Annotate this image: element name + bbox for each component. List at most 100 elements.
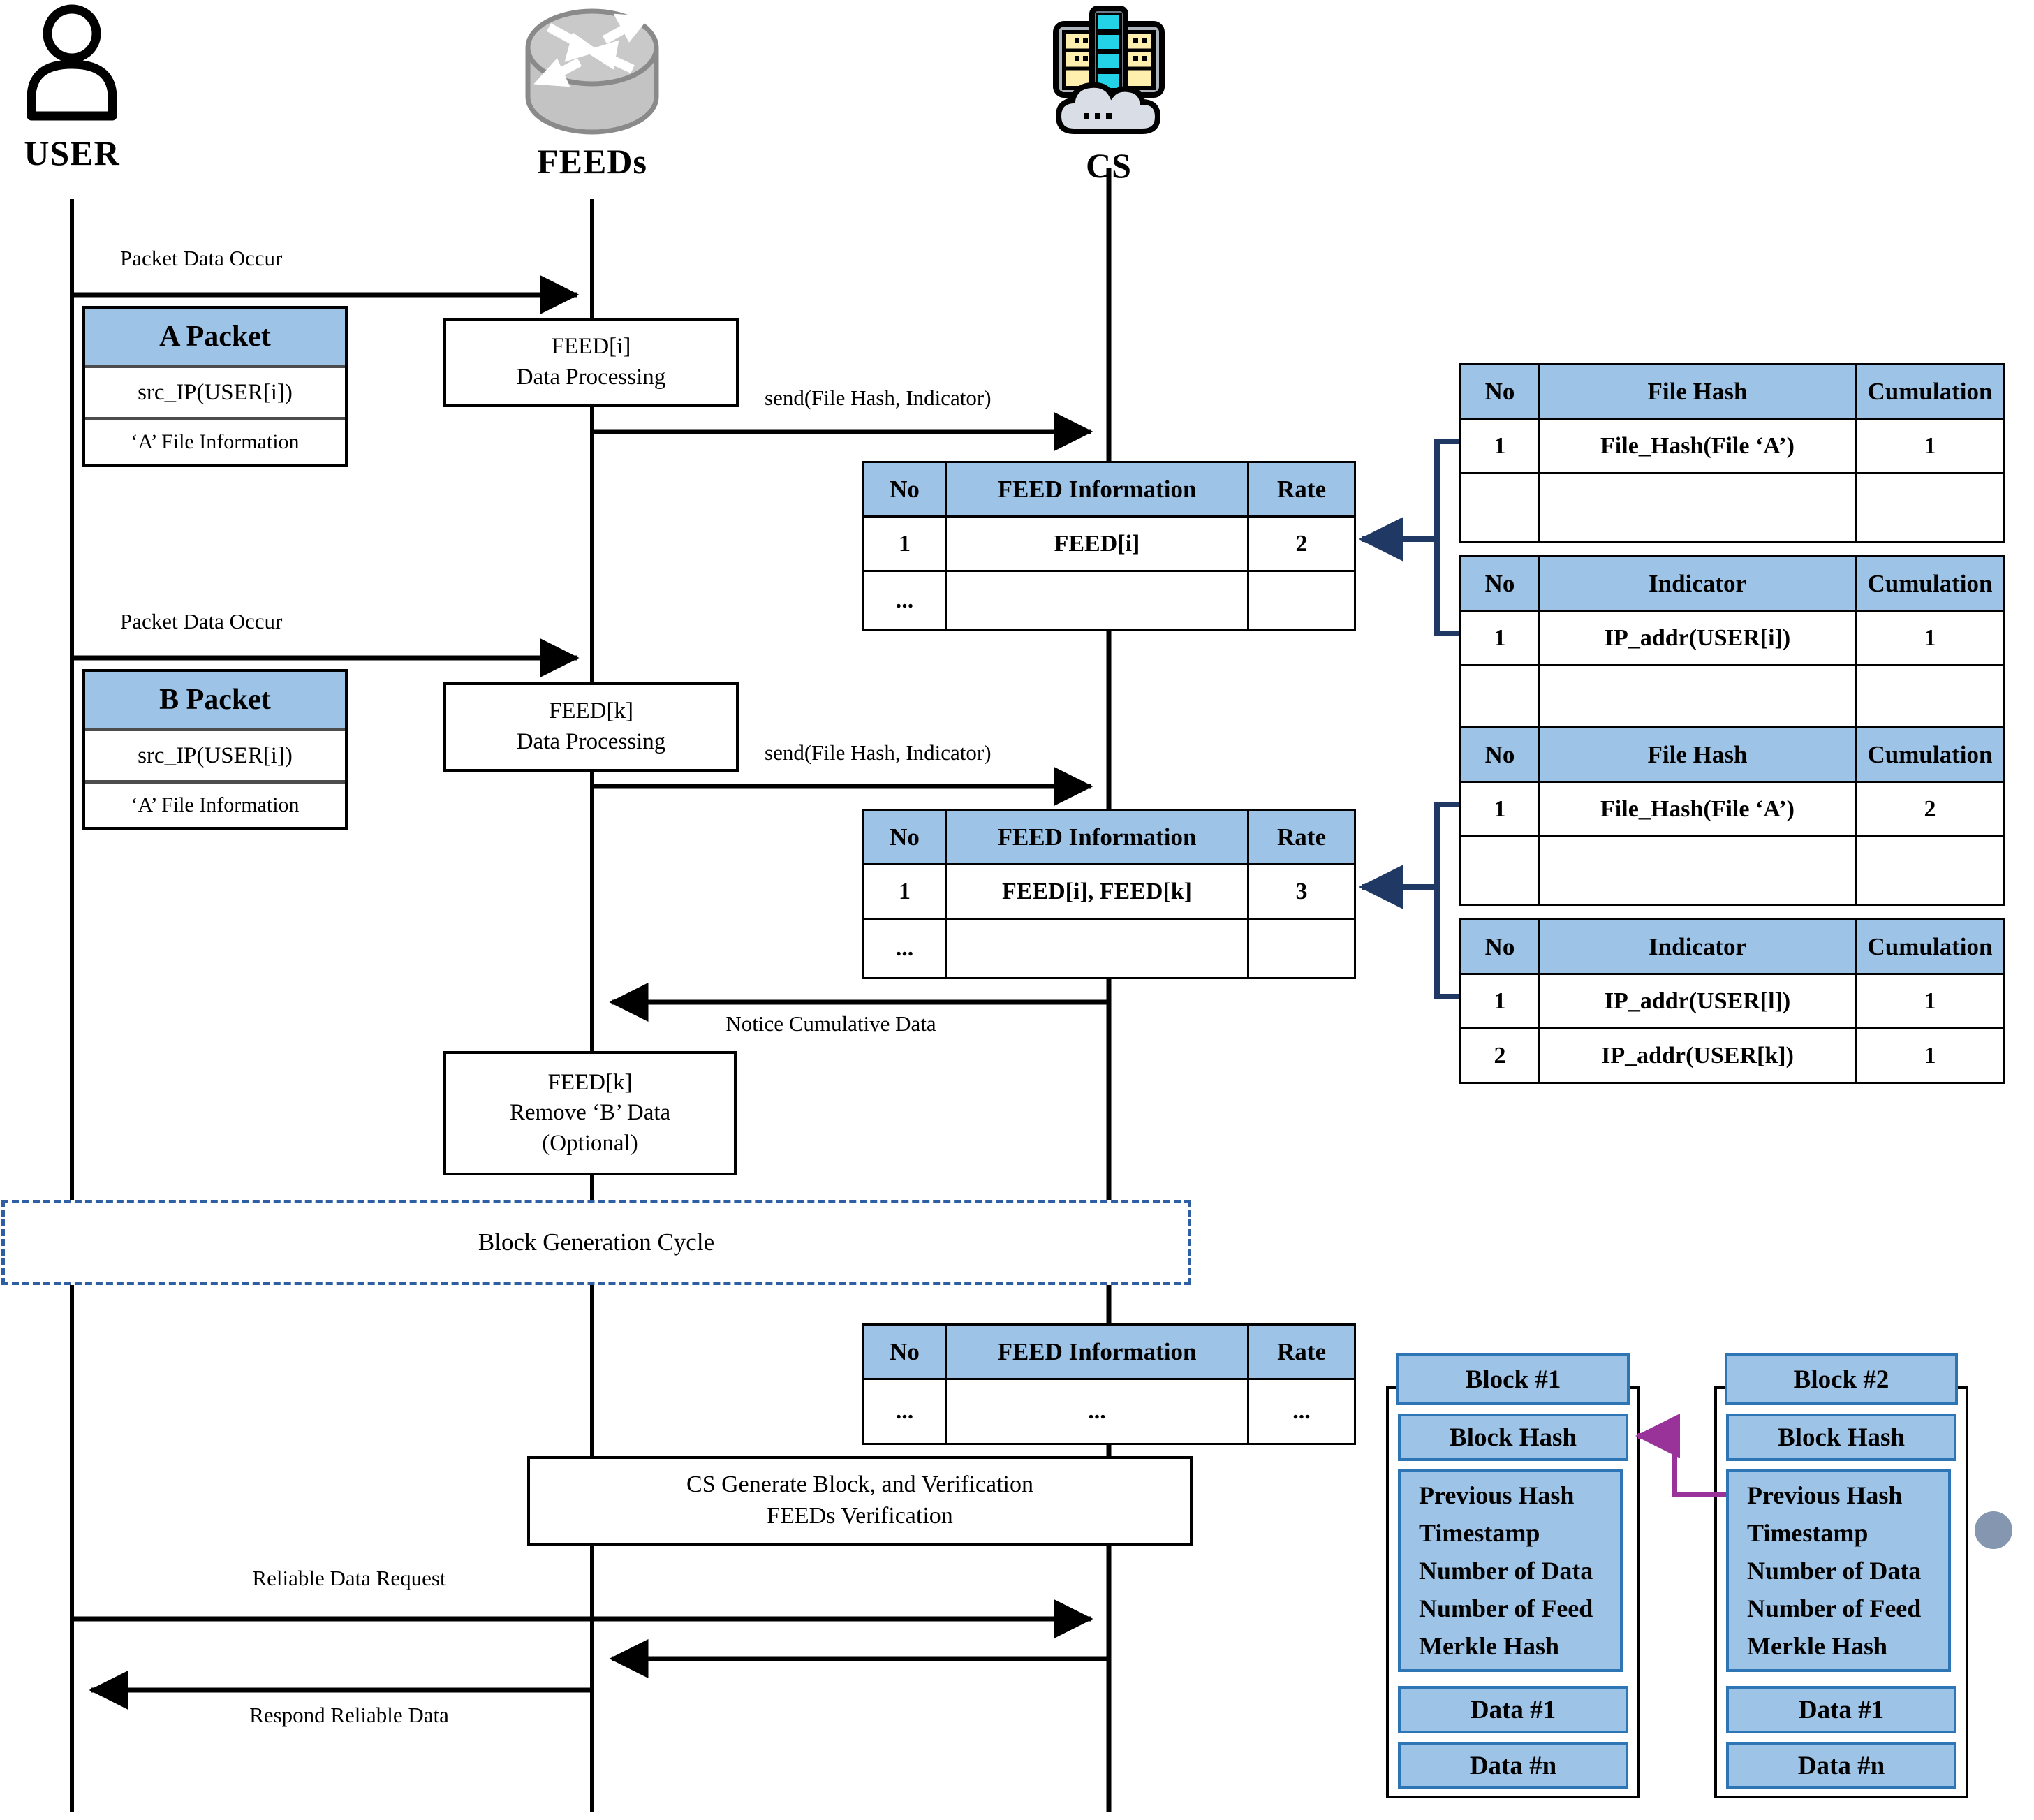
actor-label-user: USER <box>24 133 120 173</box>
col-header: FEED Information <box>947 463 1247 515</box>
feed-k-line2: Data Processing <box>516 729 666 754</box>
table-cell <box>1249 920 1354 977</box>
col-header: Rate <box>1249 463 1354 515</box>
block-field: Timestamp <box>1419 1519 1540 1547</box>
cycle-label: Block Generation Cycle <box>478 1228 715 1256</box>
col-header: FEED Information <box>947 811 1247 863</box>
table-cell: FEED[i], FEED[k] <box>947 865 1247 918</box>
person-icon <box>27 4 117 121</box>
remove-line3: (Optional) <box>542 1130 638 1156</box>
block-field: Previous Hash <box>1747 1481 1903 1509</box>
table-cell <box>1540 666 1855 733</box>
col-header: No <box>1461 557 1538 610</box>
table-cell: 1 <box>1857 420 2003 472</box>
col-header: Cumulation <box>1857 365 2003 418</box>
table-cell: 3 <box>1249 865 1354 918</box>
label-packet-data-occur-2: Packet Data Occur <box>120 609 283 633</box>
col-header: No <box>1461 365 1538 418</box>
table-cell: FEED[i] <box>947 518 1247 570</box>
label-packet-data-occur-1: Packet Data Occur <box>120 246 283 270</box>
cs-generate-box: CS Generate Block, and Verification FEED… <box>527 1456 1193 1546</box>
table-cell: 1 <box>1461 612 1538 664</box>
block-field: Number of Feed <box>1419 1594 1593 1622</box>
file-hash-table-1: No File Hash Cumulation 1 File_Hash(File… <box>1459 363 2005 543</box>
block-field: Timestamp <box>1747 1519 1869 1547</box>
table-cell: 2 <box>1857 783 2003 835</box>
feed-k-remove-box: FEED[k] Remove ‘B’ Data (Optional) <box>443 1051 737 1175</box>
col-header: Rate <box>1249 1326 1354 1378</box>
col-header: No <box>864 1326 945 1378</box>
feed-info-table-3: No FEED Information Rate ... ... ... <box>862 1323 1356 1445</box>
table-cell <box>947 920 1247 977</box>
generate-line2: FEEDs Verification <box>767 1503 953 1529</box>
continuation-dot-icon <box>1975 1511 2012 1549</box>
table-cell <box>1540 474 1855 541</box>
col-header: No <box>864 811 945 863</box>
block-field: Merkle Hash <box>1747 1632 1887 1660</box>
block1-data1: Data #1 <box>1398 1686 1628 1733</box>
block2-data1: Data #1 <box>1726 1686 1956 1733</box>
table-cell: ... <box>1249 1380 1354 1443</box>
col-header: Rate <box>1249 811 1354 863</box>
b-packet-box: B Packet src_IP(USER[i]) ‘A’ File Inform… <box>82 669 348 830</box>
block1-datan: Data #n <box>1398 1742 1628 1789</box>
indicator-table-2: No Indicator Cumulation 1 IP_addr(USER[l… <box>1459 918 2005 1084</box>
table-cell: 2 <box>1249 518 1354 570</box>
block-field: Number of Data <box>1419 1557 1593 1585</box>
block-field: Previous Hash <box>1419 1481 1575 1509</box>
col-header: Cumulation <box>1857 728 2003 781</box>
block2-fields: Previous Hash Timestamp Number of Data N… <box>1726 1469 1951 1672</box>
table-cell: IP_addr(USER[k]) <box>1540 1029 1855 1082</box>
table-cell <box>1249 572 1354 629</box>
a-packet-box: A Packet src_IP(USER[i]) ‘A’ File Inform… <box>82 306 348 467</box>
label-reliable-request: Reliable Data Request <box>252 1566 446 1590</box>
col-header: Cumulation <box>1857 920 2003 973</box>
remove-line1: FEED[k] <box>547 1069 633 1095</box>
col-header: No <box>864 463 945 515</box>
block2-title: Block #2 <box>1725 1353 1958 1405</box>
table-cell <box>1461 474 1538 541</box>
block2-hash: Block Hash <box>1726 1414 1956 1461</box>
col-header: No <box>1461 728 1538 781</box>
label-respond-reliable: Respond Reliable Data <box>249 1703 449 1727</box>
table-cell: IP_addr(USER[l]) <box>1540 975 1855 1027</box>
table-cell <box>1857 837 2003 904</box>
b-packet-src: src_IP(USER[i]) <box>85 731 345 784</box>
table-cell: 1 <box>1461 783 1538 835</box>
table-cell <box>1540 837 1855 904</box>
table-cell: IP_addr(USER[i]) <box>1540 612 1855 664</box>
block1-fields: Previous Hash Timestamp Number of Data N… <box>1398 1469 1623 1672</box>
col-header: File Hash <box>1540 728 1855 781</box>
a-packet-info: ‘A’ File Information <box>131 430 300 453</box>
feed-i-line1: FEED[i] <box>551 334 631 360</box>
table-cell: 1 <box>1857 1029 2003 1082</box>
table-cell <box>1461 837 1538 904</box>
indicator-table-1: No Indicator Cumulation 1 IP_addr(USER[i… <box>1459 555 2005 735</box>
table-cell: ... <box>864 920 945 977</box>
actor-label-cs: CS <box>1086 146 1132 185</box>
table-cell: 1 <box>864 865 945 918</box>
block2-datan: Data #n <box>1726 1742 1956 1789</box>
table-cell: File_Hash(File ‘A’) <box>1540 783 1855 835</box>
cloud-server-icon <box>1053 6 1165 134</box>
feed-info-table-1: No FEED Information Rate 1 FEED[i] 2 ... <box>862 461 1356 631</box>
navy-bracket-2 <box>1434 802 1459 999</box>
table-cell <box>1857 474 2003 541</box>
table-cell: 1 <box>1857 612 2003 664</box>
table-cell: File_Hash(File ‘A’) <box>1540 420 1855 472</box>
label-send-1: send(File Hash, Indicator) <box>765 386 992 410</box>
label-send-2: send(File Hash, Indicator) <box>765 740 992 765</box>
feed-i-line2: Data Processing <box>516 365 666 390</box>
feed-k-line1: FEED[k] <box>549 698 633 724</box>
a-packet-src: src_IP(USER[i]) <box>85 368 345 420</box>
block-field: Number of Feed <box>1747 1594 1922 1622</box>
col-header: FEED Information <box>947 1326 1247 1378</box>
table-cell: 1 <box>864 518 945 570</box>
table-cell: ... <box>947 1380 1247 1443</box>
navy-bracket-1 <box>1434 439 1459 636</box>
col-header: No <box>1461 920 1538 973</box>
block-field: Merkle Hash <box>1419 1632 1559 1660</box>
col-header: Cumulation <box>1857 557 2003 610</box>
